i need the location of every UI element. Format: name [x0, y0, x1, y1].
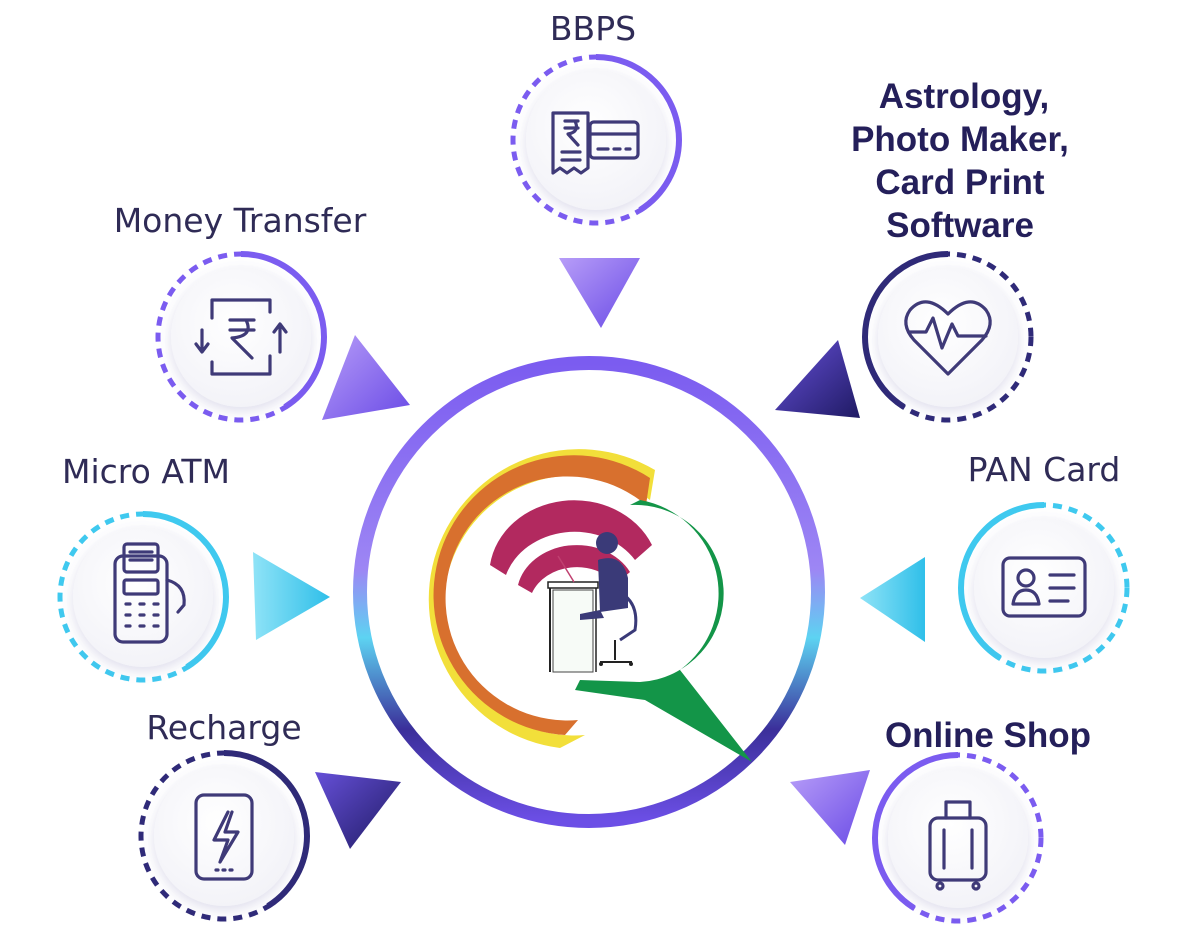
label-bbps: BBPS — [550, 9, 636, 48]
label-astrology: Astrology, Photo Maker, Card Print Softw… — [851, 77, 1069, 245]
arrow-from-online-shop — [790, 770, 870, 845]
operator-figure — [547, 532, 638, 673]
luggage-icon — [928, 800, 988, 891]
pointer-arrows — [253, 258, 925, 849]
label-pan-card: PAN Card — [968, 450, 1121, 489]
label-astrology-line-1: Astrology, — [879, 77, 1049, 116]
heart-pulse-icon — [904, 300, 992, 376]
brand-logo — [428, 449, 752, 762]
arrow-from-recharge — [315, 772, 401, 849]
service-node-pan-card[interactable] — [957, 502, 1130, 674]
label-online-shop: Online Shop — [885, 716, 1091, 755]
bill-receipt-card-icon — [551, 111, 640, 175]
label-astrology-line-3: Card Print — [875, 163, 1045, 202]
label-recharge: Recharge — [146, 708, 301, 747]
center-hub — [353, 356, 825, 828]
mobile-recharge-icon — [194, 793, 254, 881]
service-node-bbps[interactable] — [510, 54, 683, 226]
id-card-icon — [1001, 556, 1087, 618]
label-micro-atm: Micro ATM — [62, 452, 230, 491]
arrow-from-money-transfer — [322, 335, 410, 420]
pos-terminal-icon — [113, 542, 186, 644]
arrow-from-bbps — [559, 258, 640, 328]
label-astrology-line-2: Photo Maker, — [851, 120, 1069, 159]
label-money-transfer: Money Transfer — [114, 201, 367, 240]
label-astrology-line-4: Software — [886, 206, 1034, 245]
service-node-astrology[interactable] — [861, 251, 1034, 423]
arrow-from-pan-card — [860, 557, 925, 642]
rupee-transfer-icon — [194, 298, 288, 376]
service-node-online-shop[interactable] — [871, 752, 1044, 924]
service-node-money-transfer[interactable] — [155, 251, 328, 423]
arrow-from-astrology — [775, 340, 860, 418]
service-node-recharge[interactable] — [138, 750, 311, 922]
arrow-from-micro-atm — [253, 552, 330, 640]
service-node-micro-atm[interactable] — [57, 511, 230, 683]
